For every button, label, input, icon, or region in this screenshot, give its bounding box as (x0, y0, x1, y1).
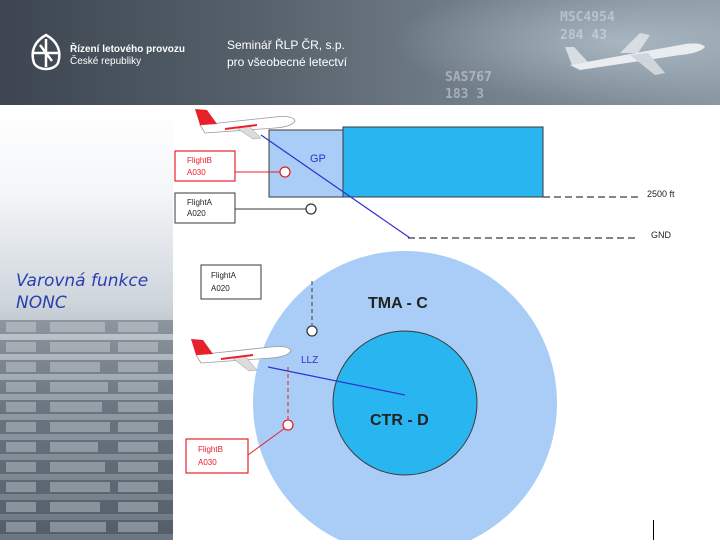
header-banner: MSC4954 284 43 SAS767 183 3 Řízení letov… (0, 0, 720, 105)
airplane-top-icon (195, 109, 296, 140)
gp-zone-upper-right (342, 126, 544, 198)
slide-heading: Varovná funkce NONC (16, 270, 148, 314)
ctr-d-zone (332, 330, 478, 476)
flight-a-tag-mid (200, 264, 262, 300)
airspace-diagram-svg: GP 2500 ft GND FlightB A030 FlightA A020… (174, 109, 675, 545)
altitude-label: 2500 ft (647, 189, 675, 199)
organization-line-2: České republiky (70, 56, 142, 67)
radar-label: 284 43 (560, 28, 607, 43)
seminar-title: Seminář ŘLP ČR, s.p. pro všeobecné letec… (227, 37, 347, 71)
flight-b-tag-top-line-2: A030 (187, 168, 206, 177)
flight-b-top-marker (279, 166, 291, 178)
gnd-label: GND (651, 230, 672, 240)
organization-line-1: Řízení letového provozu (70, 44, 186, 55)
flight-a-tag-top-line-2: A020 (187, 209, 206, 218)
radar-label: SAS767 (445, 70, 492, 85)
tma-c-label: TMA - C (368, 295, 428, 312)
organization-name: Řízení letového provozu České republiky (70, 44, 185, 68)
header-airplane-icon (565, 33, 705, 75)
flight-a-tag-mid-line-2: A020 (211, 284, 230, 293)
flight-a-mid-marker (306, 325, 318, 337)
radar-label: MSC4954 (560, 10, 615, 25)
flight-b-tag-top-line-1: FlightB (187, 156, 212, 165)
departure-board-background (0, 320, 173, 540)
seminar-title-line-2: pro všeobecné letectví (227, 55, 348, 69)
flight-a-tag-top (174, 192, 236, 224)
flight-b-tag-bottom-line-1: FlightB (198, 445, 223, 454)
flight-b-tag-bottom (185, 438, 249, 474)
gp-label: GP (310, 153, 326, 165)
seminar-title-line-1: Seminář ŘLP ČR, s.p. (227, 38, 345, 52)
airspace-diagram: GP 2500 ft GND FlightB A030 FlightA A020… (173, 105, 706, 545)
ctr-d-label: CTR - D (370, 412, 429, 429)
flight-b-tag-bottom-leader (247, 427, 286, 456)
flight-a-top-marker (305, 203, 317, 215)
slide-heading-line-1: Varovná funkce (16, 271, 149, 291)
gp-zone-center (342, 126, 544, 198)
flight-b-bottom-marker (282, 419, 294, 431)
slide-heading-line-2: NONC (16, 293, 67, 313)
glidepath-line (260, 134, 411, 239)
flight-b-tag-top (174, 150, 236, 182)
flight-a-tag-mid-line-1: FlightA (211, 271, 237, 280)
llz-label: LLZ (301, 355, 318, 366)
llz-line (267, 366, 406, 396)
flight-a-tag-top-line-1: FlightA (187, 198, 213, 207)
airplane-mid-icon (191, 339, 292, 372)
gp-zone-left (268, 129, 344, 198)
slide-edge-marker (653, 520, 654, 540)
radar-label: 183 3 (445, 87, 485, 102)
rlp-logo-icon (31, 33, 61, 71)
flight-b-tag-bottom-line-2: A030 (198, 458, 217, 467)
left-decorative-panel (0, 105, 173, 540)
